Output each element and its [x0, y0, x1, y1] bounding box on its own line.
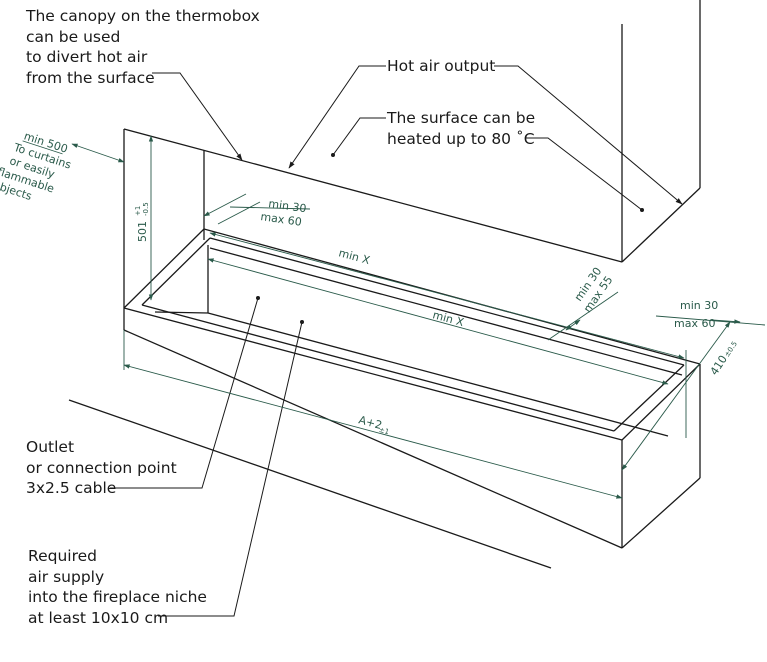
inner-length-label: min X [337, 246, 372, 267]
outlet-dot [256, 296, 260, 300]
height-tol-lower: -0.5 [142, 202, 150, 216]
front-gap-line-1 [547, 291, 619, 341]
surface-leader-left [332, 117, 386, 156]
total-length-dim-line [123, 364, 623, 499]
hood-right-diagonal [621, 187, 701, 263]
clearance-label: min 500 To curtains or easily flammable … [0, 129, 73, 203]
surface-leader-right [525, 137, 643, 211]
outlet-callout-line-1: Outlet [26, 438, 75, 456]
box-bottom-front-edge [123, 329, 623, 549]
hot-air-output-callout: Hot air output [387, 57, 496, 75]
front-gap-label: min 30 max 55 [572, 265, 616, 315]
outlet-callout: Outlet or connection point 3x2.5 cable [26, 437, 177, 499]
canopy-callout-line-1: The canopy on the thermobox [26, 7, 260, 25]
hot-air-leader-right [494, 65, 683, 205]
height-value: 501 [136, 221, 149, 242]
total-length-tol: ±1 [378, 426, 390, 436]
height-tol-upper: +1 [134, 206, 142, 216]
total-length-label: A+2 ±1 [357, 413, 390, 436]
side-gap-max: max 60 [674, 317, 715, 330]
box-left-top-edge [123, 228, 205, 309]
side-gap-arrow [711, 319, 741, 324]
air-supply-callout: Required air supply into the fireplace n… [28, 546, 207, 628]
outer-length-label: min X [431, 308, 466, 329]
rim-inner-left [141, 237, 211, 306]
depth-label: 410 ±0.5 [708, 340, 739, 378]
back-gap-max: max 60 [260, 210, 303, 229]
surface-dot-left [331, 153, 335, 157]
box-right-top-edge [621, 363, 701, 441]
air-supply-callout-line-3: into the fireplace niche [28, 588, 207, 606]
air-supply-callout-line-1: Required [28, 547, 97, 565]
canopy-leader [152, 72, 243, 161]
air-supply-callout-line-2: air supply [28, 567, 105, 586]
front-gap-dim [565, 319, 581, 331]
air-supply-callout-line-4: at least 10x10 cm [28, 608, 169, 627]
clearance-dim-line [71, 143, 125, 163]
outer-length-dim-line [207, 258, 669, 385]
back-gap-arrow-1 [203, 193, 247, 217]
total-length-value: A+2 [357, 413, 383, 432]
canopy-callout-line-3: to divert hot air [26, 48, 148, 66]
rim-inner-back [209, 237, 685, 366]
dimension-lines [71, 135, 766, 499]
depth-tol: ±0.5 [723, 340, 739, 359]
outlet-callout-line-3: 3x2.5 cable [26, 479, 117, 497]
side-gap-min: min 30 [680, 299, 718, 312]
side-gap-leader [655, 315, 766, 326]
back-gap-arrow-2 [217, 201, 261, 225]
surface-dot-right [640, 208, 644, 212]
air-supply-dot [300, 320, 304, 324]
canopy-callout-line-2: can be used [26, 27, 121, 46]
box-bottom-right-edge [621, 477, 701, 549]
back-gap-min: min 30 [268, 197, 308, 215]
surface-callout: The surface can be heated up to 80 ˚C [387, 108, 535, 149]
hood-bottom-edge [123, 128, 623, 263]
side-gap-label: min 30 max 60 [674, 299, 718, 330]
cavity-front-step [154, 311, 209, 314]
outlet-callout-line-2: or connection point [26, 458, 177, 477]
depth-dim-line [621, 321, 731, 471]
surface-callout-line-2: heated up to 80 ˚C [387, 129, 535, 148]
hot-air-leader-left [288, 65, 386, 169]
surface-callout-line-1: The surface can be [387, 109, 536, 127]
cavity-floor-edge [207, 312, 669, 437]
height-label: 501 +1 -0.5 [134, 202, 150, 242]
canopy-callout: The canopy on the thermobox can be used … [26, 6, 260, 88]
back-gap-leader [229, 206, 311, 210]
rim-inner-right [613, 364, 685, 432]
rim-inner-front [141, 304, 615, 432]
back-gap-label: min 30 max 60 [260, 197, 308, 229]
canopy-callout-line-4: from the surface [26, 68, 155, 87]
